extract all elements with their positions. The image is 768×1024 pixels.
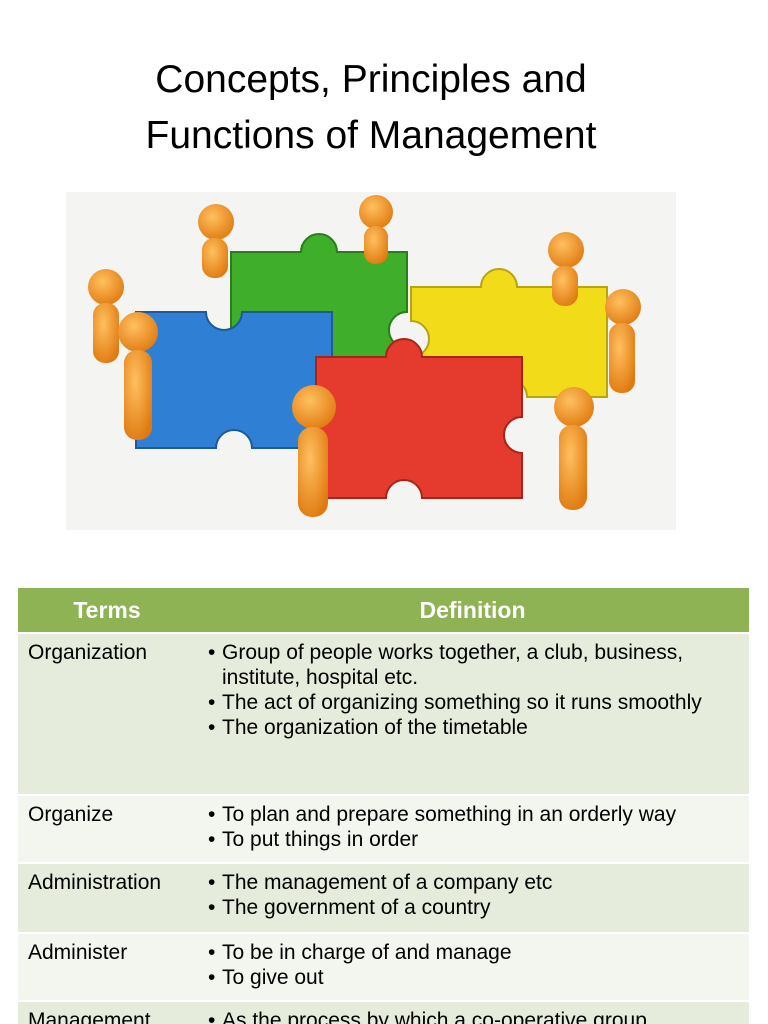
team-puzzle-illustration bbox=[66, 192, 676, 530]
definition-cell: Group of people works together, a club, … bbox=[196, 632, 749, 795]
definition-cell: As the process by which a co-operative g… bbox=[196, 1000, 749, 1024]
definition-cell: The management of a company etc The gove… bbox=[196, 862, 749, 933]
term-cell: Administer bbox=[18, 932, 196, 1001]
definition-item: The government of a country bbox=[206, 895, 749, 920]
definition-item: To plan and prepare something in an orde… bbox=[206, 802, 749, 827]
definition-item: The management of a company etc bbox=[206, 870, 749, 895]
definition-cell: To be in charge of and manage To give ou… bbox=[196, 932, 749, 1001]
table-row: Management As the process by which a co-… bbox=[18, 1000, 749, 1024]
table-row: Organization Group of people works toget… bbox=[18, 632, 749, 795]
definition-item: The act of organizing something so it ru… bbox=[206, 690, 749, 715]
terms-table: Terms Definition Organization Group of p… bbox=[18, 588, 749, 1024]
term-cell: Management bbox=[18, 1000, 196, 1024]
header-definition: Definition bbox=[196, 588, 749, 633]
page-title: Concepts, Principles and Functions of Ma… bbox=[0, 52, 742, 164]
header-terms: Terms bbox=[18, 588, 196, 633]
term-cell: Organization bbox=[18, 632, 196, 795]
definition-item: As the process by which a co-operative g… bbox=[206, 1008, 749, 1024]
definition-item: To give out bbox=[206, 965, 749, 990]
definition-item: To put things in order bbox=[206, 827, 749, 852]
red-puzzle-piece bbox=[315, 338, 523, 499]
table-header-row: Terms Definition bbox=[18, 588, 749, 633]
table-row: Organize To plan and prepare something i… bbox=[18, 794, 749, 863]
title-line-2: Functions of Management bbox=[145, 114, 597, 157]
term-cell: Organize bbox=[18, 794, 196, 863]
definition-item: To be in charge of and manage bbox=[206, 940, 749, 965]
table-row: Administer To be in charge of and manage… bbox=[18, 932, 749, 1001]
term-cell: Administration bbox=[18, 862, 196, 933]
definition-item: Group of people works together, a club, … bbox=[206, 640, 749, 690]
title-line-1: Concepts, Principles and bbox=[155, 58, 587, 101]
table-row: Administration The management of a compa… bbox=[18, 862, 749, 933]
definition-item: The organization of the timetable bbox=[206, 715, 749, 740]
definition-cell: To plan and prepare something in an orde… bbox=[196, 794, 749, 863]
